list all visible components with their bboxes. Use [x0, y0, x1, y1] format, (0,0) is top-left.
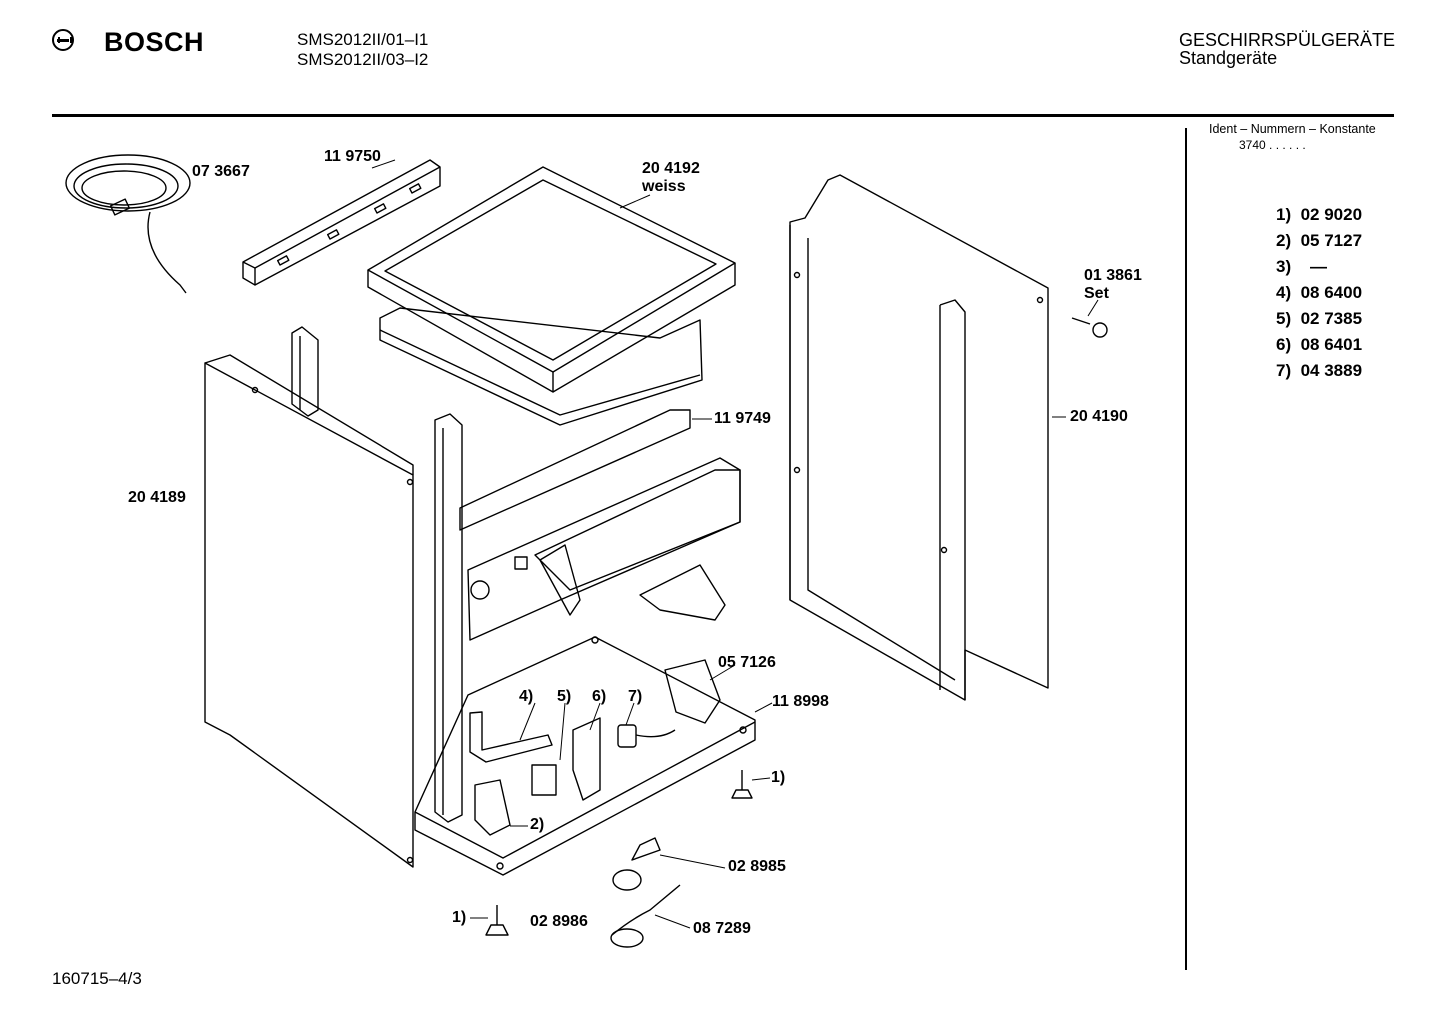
category-subtitle: Standgeräte: [1179, 48, 1278, 68]
part-label-worktop: 20 4192: [642, 160, 700, 177]
part-label-bracket: 05 7126: [718, 654, 776, 671]
document-number: 160715–4/3: [52, 969, 142, 988]
legend-item: 4) 08 6400: [1276, 283, 1363, 302]
callout-4: 4): [519, 688, 534, 705]
part-label-switch: 02 8985: [728, 858, 786, 875]
legend-item: 2) 05 7127: [1276, 231, 1363, 250]
header-divider: [52, 114, 1394, 117]
callout-1-left: 1): [452, 909, 467, 926]
callout-2: 2): [530, 816, 545, 833]
model-number-1: SMS2012II/01–I1: [297, 30, 429, 49]
category-title: GESCHIRRSPÜLGERÄTE: [1179, 30, 1396, 50]
base-components: [470, 660, 720, 835]
legend-item: 7) 04 3889: [1276, 361, 1363, 380]
model-number-2: SMS2012II/03–I2: [297, 50, 429, 69]
worktop: [368, 167, 735, 392]
insulation-pad: [380, 308, 702, 425]
part-label-float-assembly: 08 7289: [693, 920, 751, 937]
legend-divider: [1185, 128, 1187, 970]
left-inner-rail: [292, 327, 462, 822]
part-label-worktop-color: weiss: [642, 178, 686, 195]
left-side-panel: [205, 355, 413, 867]
part-label-left-panel: 20 4189: [128, 489, 186, 506]
power-cable: [66, 155, 190, 293]
legend-item: 6) 08 6401: [1276, 335, 1363, 354]
part-label-top-rail: 11 9750: [324, 148, 381, 165]
part-label-float-cap: 02 8986: [530, 913, 588, 930]
ident-value: 3740 . . . . . .: [1239, 138, 1306, 152]
part-label-screw-set-suffix: Set: [1084, 285, 1109, 302]
screw-set: [1072, 318, 1107, 337]
part-label-screw-set: 01 3861: [1084, 267, 1142, 284]
part-label-right-panel: 20 4190: [1070, 408, 1128, 425]
callout-6: 6): [592, 688, 607, 705]
legend-item: 5) 02 7385: [1276, 309, 1363, 328]
part-label-rear-brace: 11 9749: [714, 410, 771, 427]
base-frame: [415, 637, 755, 875]
leader-lines: [372, 160, 1098, 928]
bosch-logo-icon: [52, 29, 74, 51]
legend-item: 3) —: [1276, 257, 1328, 276]
top-rail: [243, 160, 440, 285]
callout-7: 7): [628, 688, 643, 705]
legend-item: 1) 02 9020: [1276, 205, 1363, 224]
rear-brace: [460, 410, 740, 640]
callout-5: 5): [557, 688, 572, 705]
feet-and-float: [486, 770, 752, 947]
callout-1-right: 1): [771, 769, 786, 786]
brand-name: BOSCH: [104, 27, 205, 57]
part-label-base: 11 8998: [772, 693, 829, 710]
right-side-panel: [790, 175, 1048, 700]
ident-title: Ident – Nummern – Konstante: [1209, 122, 1376, 136]
part-label-cable: 07 3667: [192, 163, 250, 180]
